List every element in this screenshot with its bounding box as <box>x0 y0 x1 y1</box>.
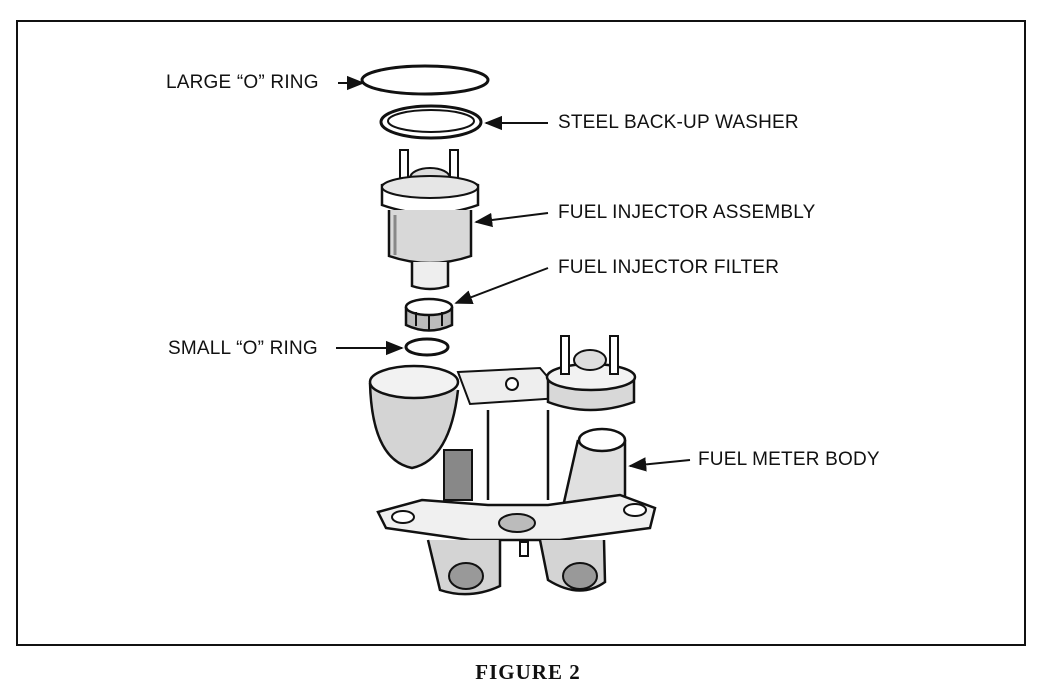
leader-arrows <box>336 75 691 472</box>
fuel-injector-part <box>380 149 480 291</box>
fuel-meter-body-part <box>368 335 657 596</box>
small-o-ring-part <box>404 337 450 357</box>
label-steel-back-up-washer: STEEL BACK-UP WASHER <box>558 112 799 133</box>
arrow-injector-filter <box>454 267 549 304</box>
figure-caption: FIGURE 2 <box>475 660 581 684</box>
label-small-o-ring: SMALL “O” RING <box>168 338 318 359</box>
diagram-frame <box>16 20 1026 646</box>
label-fuel-injector-filter: FUEL INJECTOR FILTER <box>558 257 780 278</box>
large-o-ring-part <box>360 64 490 96</box>
steel-washer-part <box>379 104 483 140</box>
fuel-injector-filter-part <box>404 297 454 332</box>
label-fuel-injector-assembly: FUEL INJECTOR ASSEMBLY <box>558 202 816 223</box>
arrow-fuel-meter-body <box>628 457 691 472</box>
label-fuel-meter-body: FUEL METER BODY <box>698 449 880 470</box>
arrow-injector-assembly <box>474 212 549 228</box>
label-large-o-ring: LARGE “O” RING <box>166 72 319 93</box>
